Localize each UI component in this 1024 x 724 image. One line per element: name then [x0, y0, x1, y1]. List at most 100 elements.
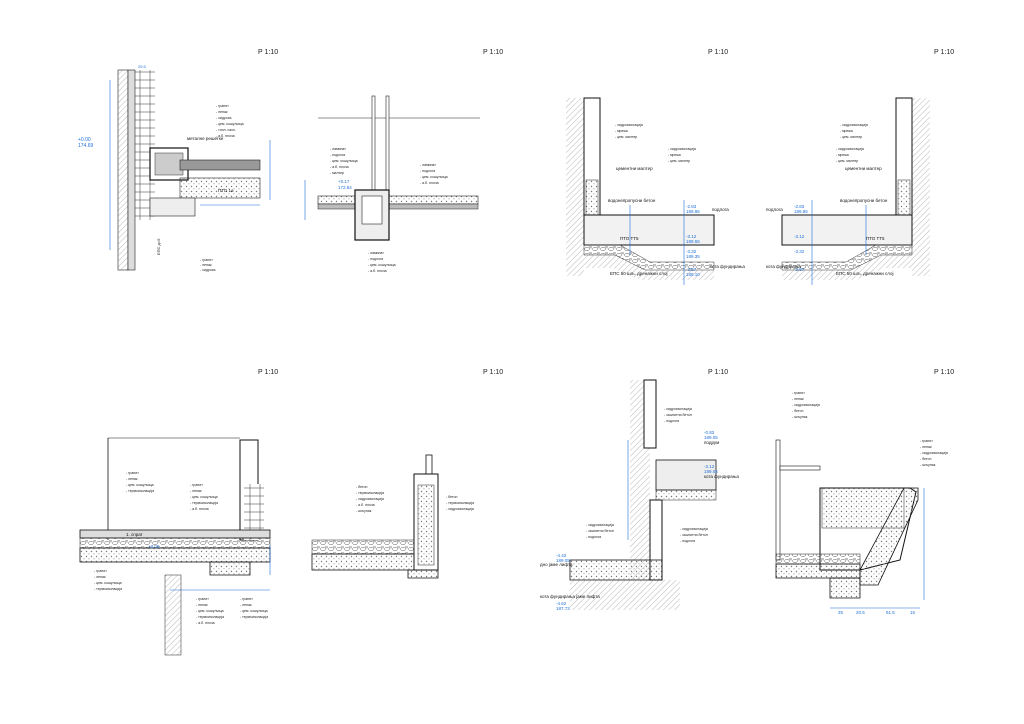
layer-note: - термоизолација [356, 491, 384, 495]
column [164, 574, 182, 656]
layer-note: - лепак [126, 477, 138, 481]
layer-note: - цем. малтер [668, 159, 690, 163]
base-gravel [775, 553, 861, 565]
base-slab [775, 563, 861, 579]
layer-note: - хидроизолација [586, 523, 614, 527]
layer-note: - шљунак [792, 415, 808, 419]
ring-beam [407, 569, 439, 579]
layer-note: - цем. кошуљица [190, 495, 218, 499]
soil-below [570, 580, 680, 610]
layer-note: - подлога [368, 257, 383, 261]
layer-label: ЕПС д=5 [156, 238, 161, 255]
layer-note: - хидроизолација [836, 147, 864, 151]
floor-slab [317, 195, 479, 205]
scale-label: P 1:10 [934, 49, 955, 56]
layer-note: - гранит [792, 391, 805, 395]
layer-note: - лепак [196, 603, 208, 607]
soil-hatch [912, 98, 930, 276]
layer-note: - топл. изол. [216, 128, 236, 132]
layer-note: - хидроизолација [680, 527, 708, 531]
layer-label: ЕПС 50 шљ. дренажни слој [610, 271, 668, 276]
threshold-core [361, 195, 383, 225]
floor-layer [317, 203, 479, 210]
layer-note: - бетон [920, 457, 931, 461]
frame-post [385, 95, 390, 197]
railing-post [425, 454, 433, 476]
layer-note: - шљунак [920, 463, 936, 467]
roof-slab [311, 553, 415, 571]
layer-label: подлога [712, 207, 729, 212]
detail-5: 1. спрат +3.00 - гранит - лепак - цем. к… [79, 437, 271, 656]
layer-note: - а.б. плоча [216, 134, 235, 138]
detail-2: +0.17 172.84 - ламинат - подлога - цем. … [304, 95, 480, 273]
layer-note: - заштитни бетон [586, 529, 614, 533]
elevation-value: 174.69 [78, 143, 94, 149]
layer-note: - термоизолација [446, 501, 474, 505]
layer-note: - мрежа [836, 153, 849, 157]
layer-note: - а.б. плоча [330, 165, 349, 169]
slab-layer [655, 489, 717, 501]
layer-label: подлога [766, 207, 783, 212]
elevation-label: -3.12 [794, 234, 805, 239]
soil-below [584, 255, 714, 280]
detail-4: -2.83 189.86 -3.12 -3.32 -3.57 цементни … [766, 97, 930, 285]
layer-note: - заштитни бетон [664, 413, 692, 417]
layer-note: - цем. кошуљица [330, 159, 358, 163]
wall-brick [135, 70, 155, 220]
wall-base [585, 179, 599, 217]
layer-label: подрум [704, 440, 719, 445]
layer-note: - термоизолација [190, 501, 218, 505]
layer-note: - а.б. плоча [368, 269, 387, 273]
elevation-value: 189.35 [686, 254, 700, 259]
layer-note: - ламинат [420, 163, 436, 167]
dim-text: 25 [838, 610, 844, 615]
wall-layer [127, 69, 136, 271]
layer-note: - лепак [94, 575, 106, 579]
layer-note: - цем. кошуљица [216, 122, 244, 126]
layer-label: водонепропусни бетон [608, 198, 656, 203]
foundation-slab [781, 214, 913, 246]
detail-7: -0.83 189.05 -3.12 189.05 -4.42 189.05 -… [540, 379, 739, 611]
layer-note: - а.б. плоча [420, 181, 439, 185]
floor-label: 1. спрат [126, 532, 143, 537]
elevation-value: 189.05 [556, 558, 570, 563]
slab [179, 177, 261, 199]
bench-top [779, 465, 821, 471]
elevation-label: -4.42 [556, 553, 567, 558]
elevation-label: -2.83 [794, 204, 805, 209]
layer-note: - подлога [586, 535, 601, 539]
layer-note: - лепак [216, 110, 228, 114]
elevation-value: 189.05 [704, 435, 718, 440]
elevation-value: 189.86 [794, 209, 808, 214]
layer-note: - цем. кошуљица [368, 263, 396, 267]
layer-note: - заштитни бетон [680, 533, 708, 537]
layer-note: - хидроизолација [446, 507, 474, 511]
wall-base [897, 179, 911, 217]
layer-note: - мрежа [840, 129, 853, 133]
scale-label: P 1:10 [708, 369, 729, 376]
elevation-label: -3.57 [794, 267, 805, 272]
elevation-label: -4.62 [556, 601, 567, 606]
detail-8: 25 20.5 51.5 15 - гранит - лепак - хидро… [775, 391, 948, 615]
foundation-slab [583, 214, 715, 246]
layer-note: - термоизолација [94, 587, 122, 591]
detail-6: - бетон - термоизолација - хидроизолациј… [311, 454, 474, 579]
elevation-label: -3.57 [686, 267, 697, 272]
layer-note: - цем. кошуљица [196, 609, 224, 613]
layer-label: водонепропусни бетон [840, 198, 888, 203]
insulation-layer [79, 537, 271, 549]
shaft-wall [643, 379, 657, 449]
elevation-value: 189.55 [686, 239, 700, 244]
layer-note: - термоизолација [240, 615, 268, 619]
elevation-label: -2.83 [686, 204, 697, 209]
elevation-value: 189.10 [686, 272, 700, 277]
layer-note: - лепак [190, 489, 202, 493]
grating [179, 159, 261, 171]
parapet-core [417, 484, 435, 566]
detail-3: -2.83 189.86 -3.12 189.55 -3.32 189.35 -… [566, 97, 745, 285]
layer-note: - гранит [240, 597, 253, 601]
layer-note: - гранит [920, 439, 933, 443]
elevation-label: -3.12 [704, 464, 715, 469]
layer-note: - мрежа [615, 129, 628, 133]
